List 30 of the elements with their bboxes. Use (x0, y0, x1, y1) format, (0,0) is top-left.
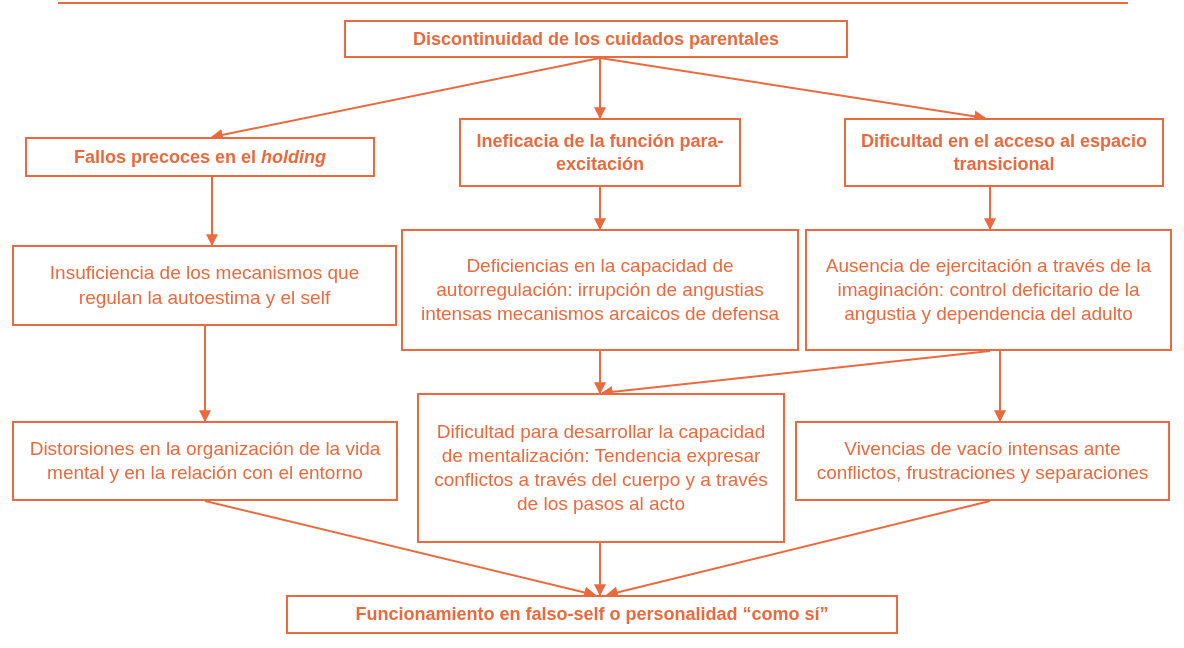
process-box (844, 118, 1164, 187)
process-box (12, 245, 397, 326)
arrow (199, 325, 211, 423)
box-text: Funcionamiento en falso-self o personalidad “como sí” (355, 603, 829, 626)
box-text: Distorsiones en la organización de la vida mental y en la relación con el entorno (28, 436, 382, 485)
process-box (25, 137, 375, 177)
box-text: Dificultad en el acceso al espacio transicional (859, 129, 1149, 176)
process-box (12, 421, 398, 501)
box-text: Dificultad para desarrollar la capacidad de mentalización: Tendencia expresar conflictos a través del cuerpo y a través de los pasos al acto (433, 419, 769, 517)
arrow (594, 57, 606, 120)
arrow (594, 350, 606, 395)
box-text: Insuficiencia de los mecanismos que regulan la autoestima y el self (48, 261, 361, 310)
process-box (401, 229, 799, 351)
box-text: Fallos precoces en el holding (73, 145, 327, 169)
box-text: Ineficacia de la función para-excitación (475, 129, 725, 176)
process-box (805, 229, 1172, 351)
arrow (984, 186, 996, 231)
arrow (206, 176, 218, 247)
box-text: Vivencias de vacío intensas ante conflictos, frustraciones y separaciones (815, 436, 1150, 485)
process-box (417, 393, 785, 543)
box-text: Deficiencias en la capacidad de autorregulación: irrupción de angustias intensas mecanismos arcaicos de defensa (420, 253, 780, 327)
process-box (344, 20, 848, 58)
arrow (594, 186, 606, 231)
process-box (795, 421, 1170, 501)
process-box (459, 118, 741, 187)
box-text: Discontinuidad de los cuidados parentales (412, 27, 780, 51)
arrow (594, 542, 606, 597)
process-box (286, 595, 898, 634)
arrow (994, 350, 1006, 423)
box-text: Ausencia de ejercitación a través de la imaginación: control deficitario de la angustia y dependencia del adulto (824, 253, 1153, 327)
